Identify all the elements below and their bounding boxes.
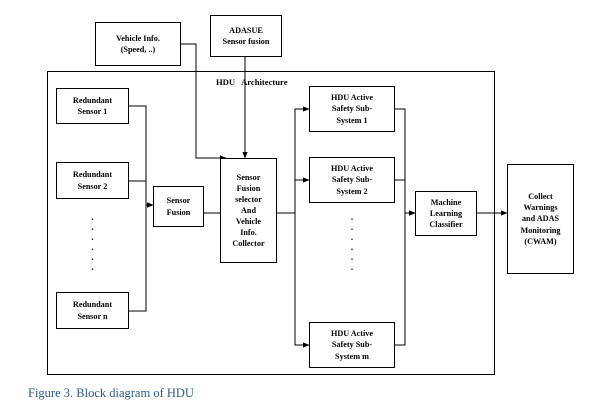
hdu-architecture-frame <box>47 71 495 375</box>
figure-caption: Figure 3. Block diagram of HDU <box>28 386 194 400</box>
frame-title: HDU Architecture <box>216 77 288 87</box>
sensor-fusion-selector-box: Sensor Fusion selector And Vehicle Info.… <box>220 158 277 263</box>
redundant-sensor-1-box: Redundant Sensor 1 <box>56 88 129 124</box>
sensor-ellipsis: . . . . . . <box>91 212 94 272</box>
cwam-box: Collect Warnings and ADAS Monitoring (CW… <box>507 164 574 274</box>
subsystem-ellipsis: . . . . . . <box>350 212 354 272</box>
machine-learning-classifier-box: Machine Learning Classifier <box>415 191 477 236</box>
redundant-sensor-2-box: Redundant Sensor 2 <box>56 162 129 199</box>
hdu-active-safety-subsystem-2-box: HDU Active Safety Sub- System 2 <box>309 157 395 203</box>
redundant-sensor-n-box: Redundant Sensor n <box>56 292 129 329</box>
hdu-active-safety-subsystem-1-box: HDU Active Safety Sub- System 1 <box>309 86 395 132</box>
adasue-sensor-fusion-box: ADASUE Sensor fusion <box>210 15 282 57</box>
sensor-fusion-box: Sensor Fusion <box>153 186 204 227</box>
hdu-active-safety-subsystem-m-box: HDU Active Safety Sub- System m <box>309 322 395 368</box>
vehicle-info-box: Vehicle Info. (Speed, ..) <box>95 22 181 66</box>
